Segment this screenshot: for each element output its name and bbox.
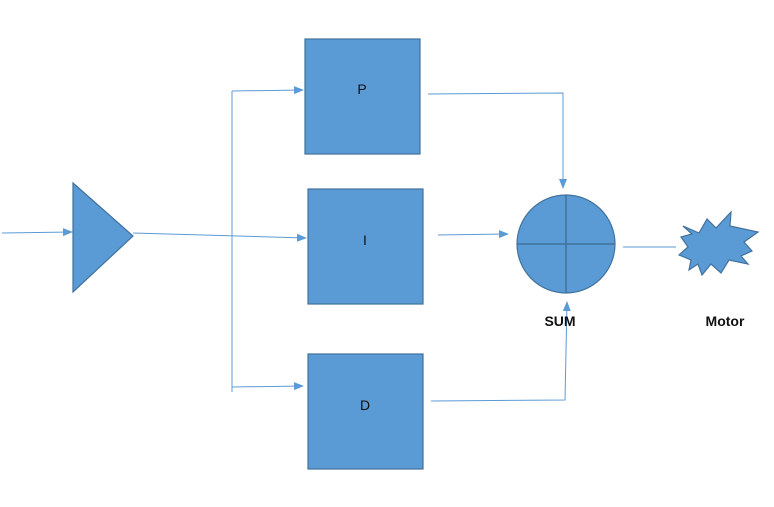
motor-label: Motor (706, 313, 745, 329)
p-block: P (304, 38, 421, 155)
bus-to-d-connector (231, 382, 304, 391)
motor-burst-icon (677, 210, 760, 277)
p-to-sum-connector (427, 92, 567, 189)
input-connector (1, 228, 73, 237)
p-block-label: P (357, 81, 366, 97)
amplifier-triangle (72, 181, 134, 294)
bus-to-p-connector (231, 86, 304, 95)
sum-label: SUM (544, 313, 575, 329)
amplifier-to-i-connector (132, 232, 307, 242)
i-block: I (307, 188, 424, 305)
summing-junction (516, 194, 616, 294)
d-block: D (307, 353, 424, 470)
i-block-label: I (363, 232, 367, 248)
i-to-sum-connector (437, 230, 509, 239)
d-to-sum-connector (430, 301, 571, 402)
d-block-label: D (360, 397, 370, 413)
